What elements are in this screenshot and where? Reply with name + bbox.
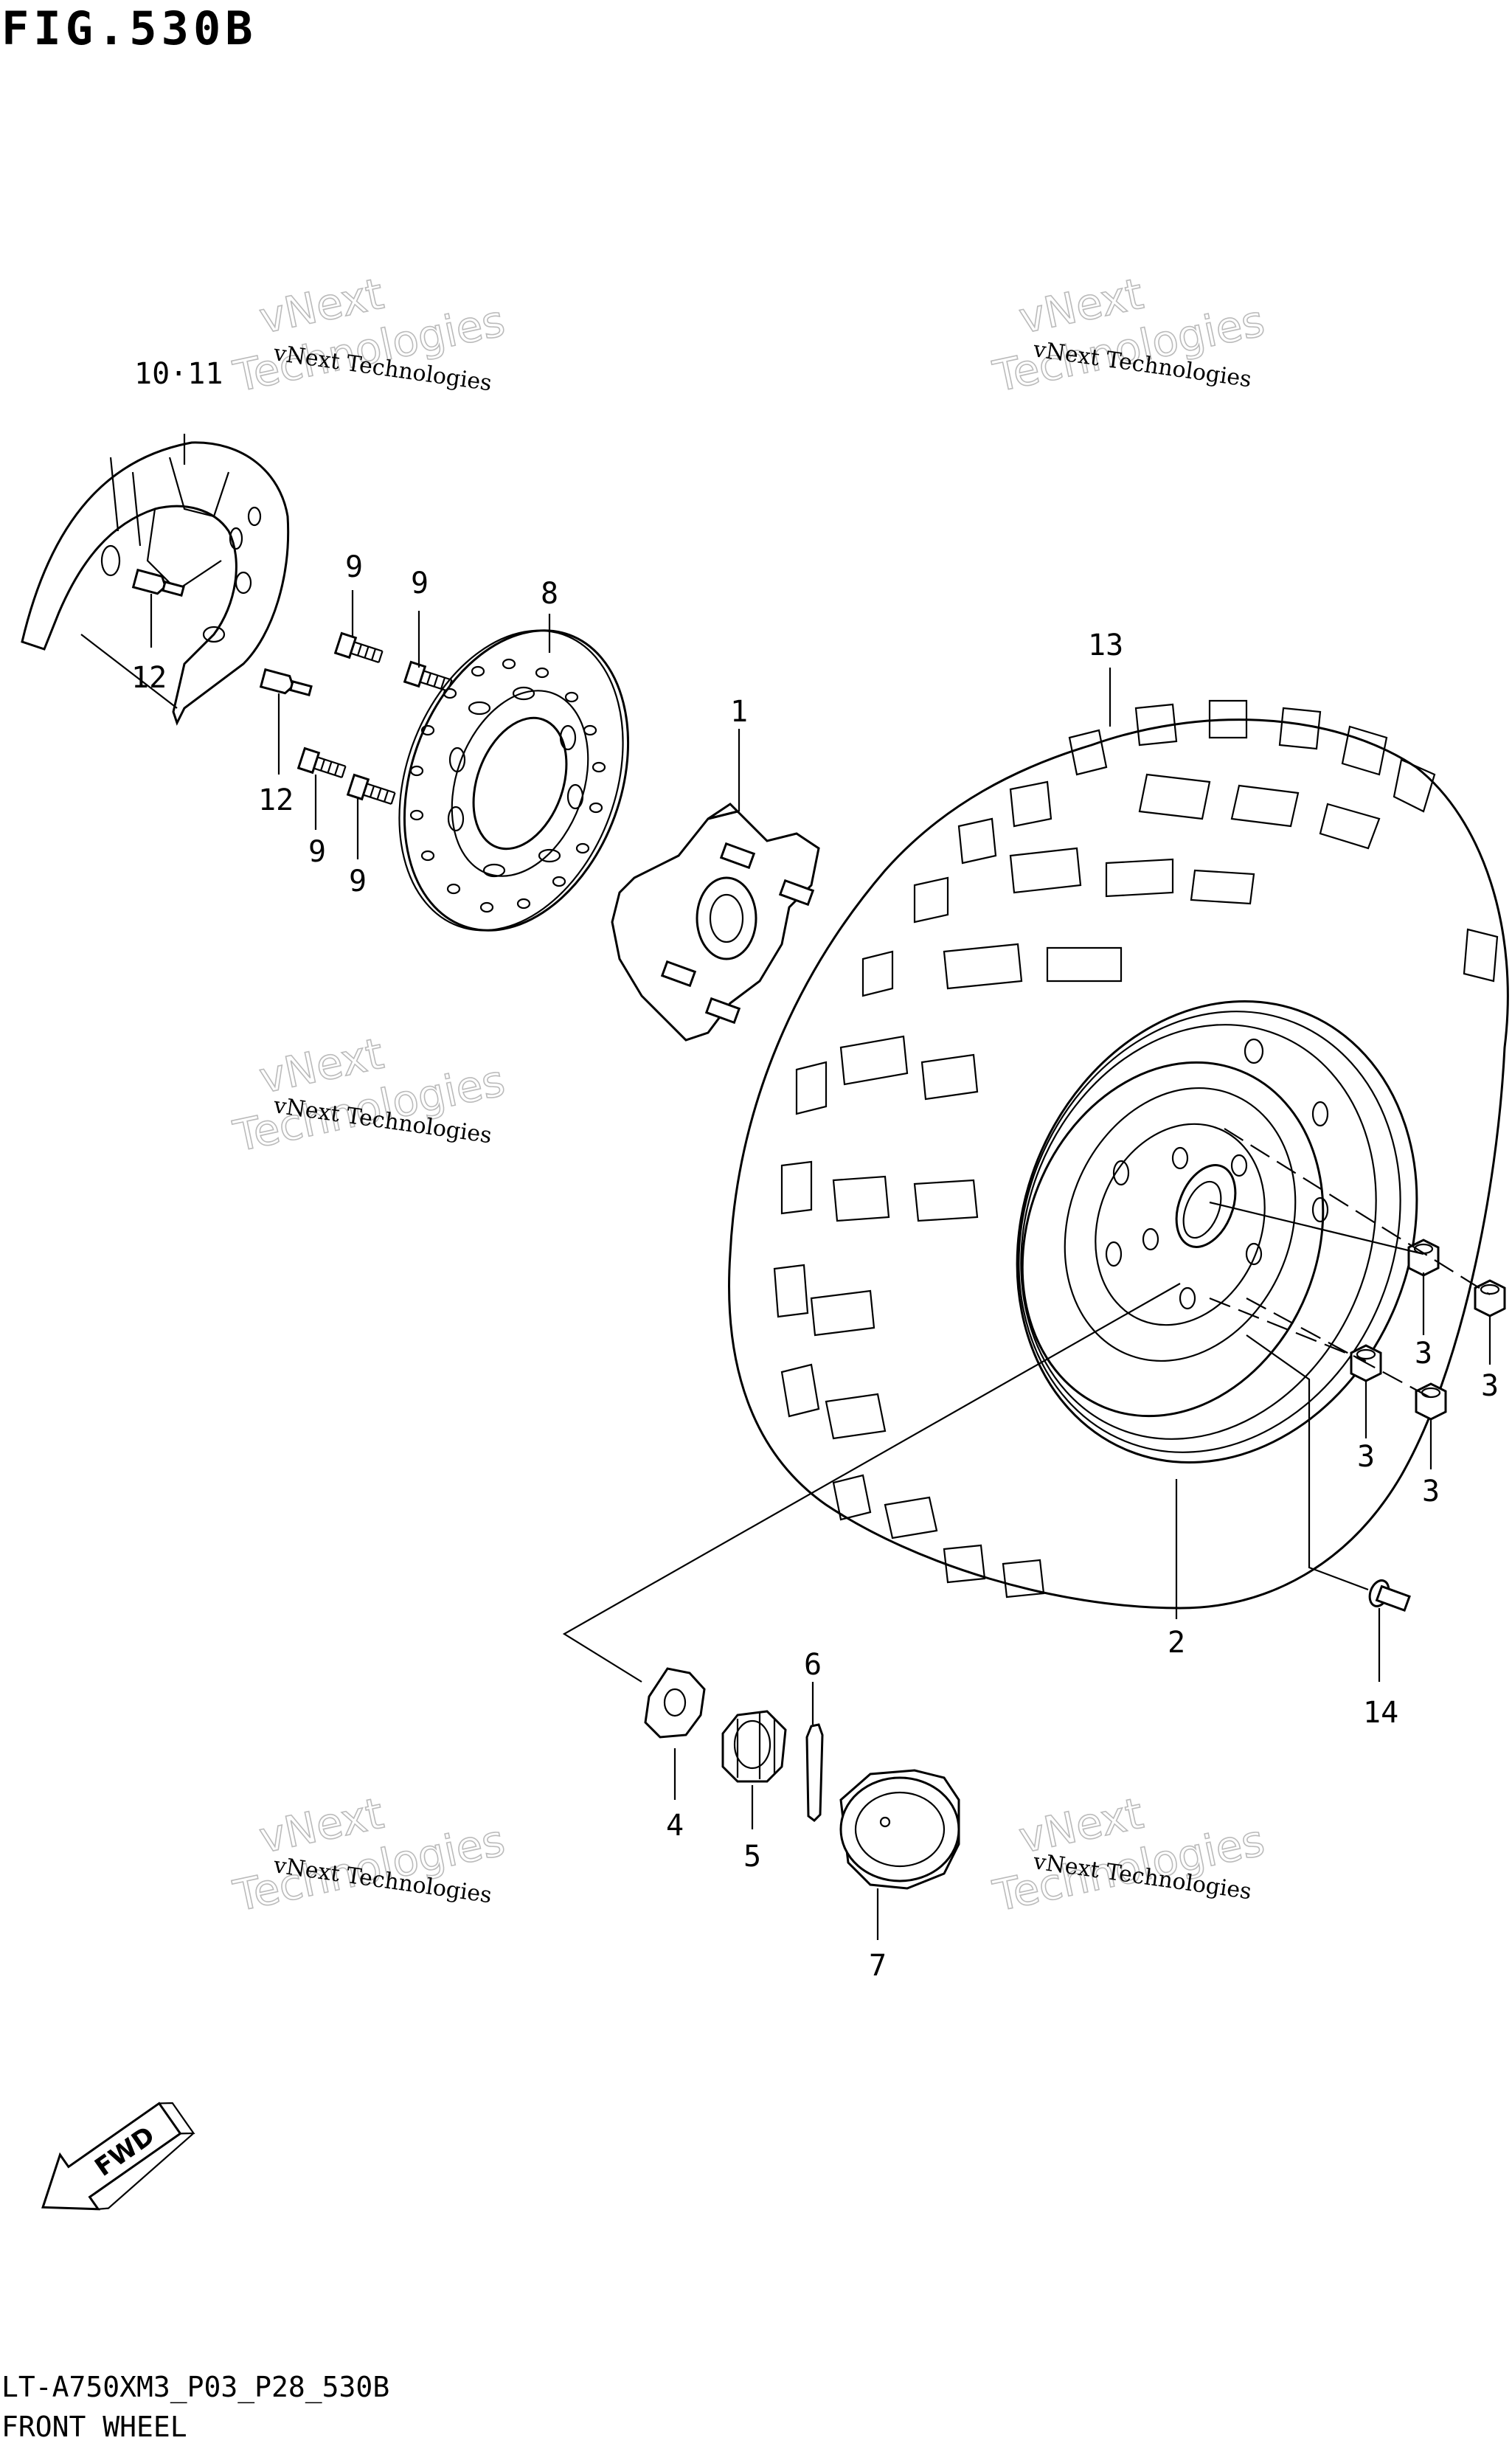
figure-title: FIG.530B [1, 1, 257, 55]
rim-lug-holes [1105, 1038, 1329, 1310]
wheel-hub-part [611, 803, 820, 1042]
callout-3-c: 3 [1357, 1440, 1375, 1474]
callout-labels: 10·11 12 12 9 9 9 9 8 1 13 3 3 3 3 2 14 … [131, 357, 1499, 1983]
leader-lines [150, 434, 1491, 1940]
callout-5: 5 [743, 1840, 761, 1874]
nut-3-a [1407, 1239, 1440, 1277]
washer-4-part [644, 1667, 706, 1739]
cotter-pin-6-part [805, 1723, 824, 1822]
callout-9-a: 9 [345, 550, 363, 584]
callout-13: 13 [1088, 628, 1123, 662]
bolt-9-b [403, 660, 453, 693]
callout-12-upper: 12 [131, 661, 167, 695]
bolt-9-c [296, 747, 347, 779]
bolt-12-upper [131, 568, 185, 597]
callout-9-d: 9 [349, 865, 367, 898]
figure-name: FRONT WHEEL [1, 2411, 187, 2443]
callout-3-d: 3 [1422, 1475, 1440, 1508]
wheel-rim-part [1016, 1000, 1418, 1464]
callout-4: 4 [666, 1809, 684, 1843]
watermark-top-right: vNext Technologies [988, 268, 1269, 402]
nut-3-b [1474, 1279, 1506, 1317]
callout-6: 6 [804, 1648, 822, 1682]
callout-8: 8 [541, 577, 558, 611]
nut-3-d [1415, 1382, 1447, 1421]
brake-disc-part [398, 629, 630, 932]
callout-1: 1 [730, 695, 748, 729]
hub-stud [660, 842, 815, 1025]
figure-code: LT-A750XM3_P03_P28_530B [1, 2371, 390, 2403]
bolt-9-a [333, 631, 384, 664]
callout-12-lower: 12 [258, 783, 294, 817]
fwd-arrow-icon: FWD [41, 2102, 195, 2211]
callout-3-b: 3 [1481, 1369, 1499, 1403]
callout-14: 14 [1363, 1696, 1398, 1730]
tire-tread [773, 699, 1499, 1598]
bolt-9-d [346, 773, 396, 806]
valve-14-part [1368, 1579, 1411, 1613]
castle-nut-5-part [721, 1710, 787, 1783]
callout-3-a: 3 [1415, 1337, 1432, 1371]
callout-9-b: 9 [411, 567, 429, 600]
callout-2: 2 [1168, 1626, 1185, 1660]
callout-9-c: 9 [308, 835, 326, 869]
callout-7: 7 [869, 1949, 887, 1983]
hub-cap-7-part [839, 1769, 960, 1890]
disc-cover-part [21, 441, 290, 726]
bolt-12-lower [259, 668, 313, 697]
callout-10-11: 10·11 [134, 357, 223, 391]
